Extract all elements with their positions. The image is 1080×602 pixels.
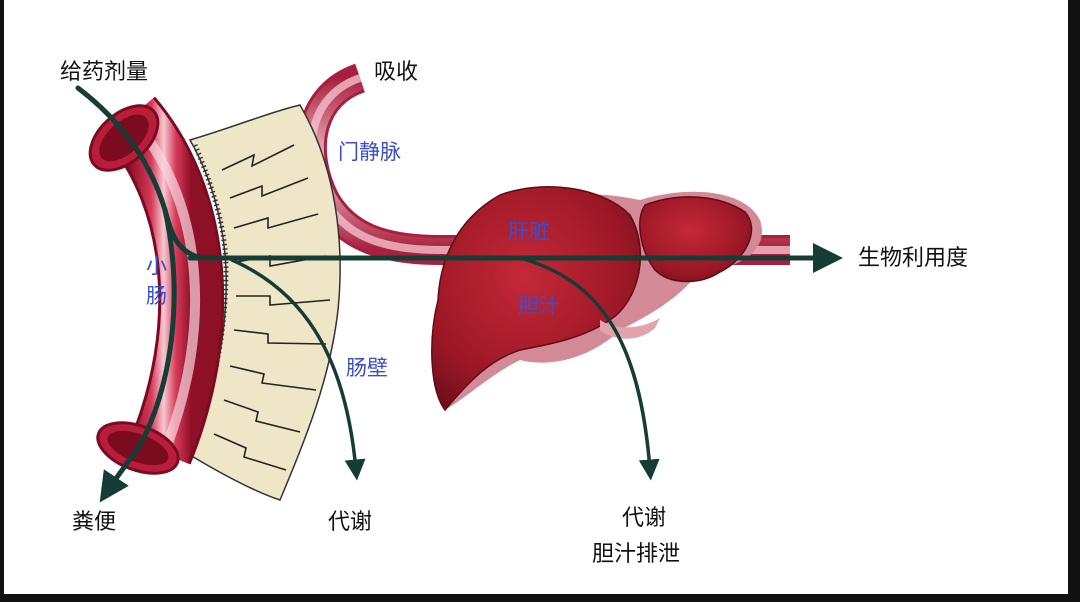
liver-metabolism-path [518, 256, 660, 481]
pathway-arrows [75, 85, 843, 503]
wall-metabolism-label: 代谢 [328, 510, 373, 535]
feces-path [99, 207, 177, 503]
liver [431, 186, 762, 412]
dose-label: 给药剂量 [60, 60, 149, 85]
absorption-label: 吸收 [374, 60, 419, 85]
intestinal-wall [187, 104, 341, 501]
intestinal-wall-label: 肠壁 [346, 356, 388, 380]
left-frame-bar [0, 0, 4, 602]
biliary-excretion-label: 胆汁排泄 [592, 542, 681, 567]
wall-metabolism-path [230, 258, 366, 481]
right-frame-bar [1068, 0, 1080, 602]
bile-label: 胆汁 [518, 294, 560, 318]
liver-label: 肝脏 [508, 220, 550, 244]
bioavailability-label: 生物利用度 [858, 246, 969, 271]
small-intestine-label-2: 肠 [146, 284, 167, 308]
portal-vein-label: 门静脉 [338, 140, 401, 164]
liver-metabolism-label: 代谢 [622, 506, 667, 531]
feces-label: 粪便 [72, 510, 117, 535]
dose-input-path [75, 85, 203, 261]
bottom-frame-bar [0, 594, 1080, 602]
small-intestine-label-1: 小 [146, 254, 167, 278]
